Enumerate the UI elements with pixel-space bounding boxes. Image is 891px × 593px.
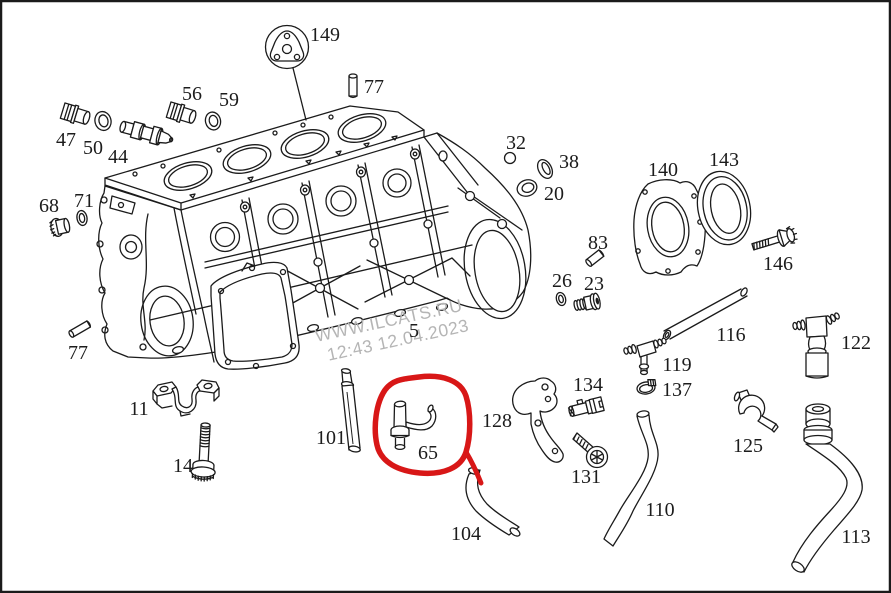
part-label-59: 59 xyxy=(219,89,239,111)
pan-rail-line xyxy=(149,244,473,321)
part-113-graphic xyxy=(791,403,863,573)
part-label-11: 11 xyxy=(129,398,148,420)
part-128-graphic xyxy=(512,377,564,463)
part-label-56: 56 xyxy=(182,83,202,105)
part-125-graphic xyxy=(733,389,779,433)
part-label-122: 122 xyxy=(841,332,871,354)
part-label-101: 101 xyxy=(316,427,346,449)
part-131-graphic xyxy=(572,432,609,469)
part-label-143: 143 xyxy=(709,149,739,171)
part-26-graphic xyxy=(555,291,567,307)
part-14-graphic xyxy=(190,422,216,482)
part-label-32: 32 xyxy=(506,132,526,154)
timing-face xyxy=(96,195,215,363)
part-119-graphic xyxy=(623,337,667,376)
part-label-104: 104 xyxy=(451,523,481,545)
part-56-graphic xyxy=(165,101,197,124)
part-label-119: 119 xyxy=(662,354,691,376)
part-label-68: 68 xyxy=(39,195,59,217)
part-134-graphic xyxy=(567,396,605,417)
side-ribs xyxy=(239,144,446,338)
part-label-146: 146 xyxy=(763,253,793,275)
part-116-graphic xyxy=(662,287,748,341)
part-101-graphic xyxy=(340,368,361,453)
part-44-graphic xyxy=(119,120,174,146)
part-59-graphic xyxy=(204,111,222,131)
part-143-graphic xyxy=(696,170,752,246)
side-cover-gasket xyxy=(210,261,300,370)
part-label-137: 137 xyxy=(662,379,692,401)
part-label-83: 83 xyxy=(588,232,608,254)
part-140-graphic xyxy=(633,179,706,276)
part-label-20: 20 xyxy=(544,183,564,205)
part-47-graphic xyxy=(59,102,91,125)
part-71-graphic xyxy=(76,209,88,227)
part-label-38: 38 xyxy=(559,151,579,173)
part-11-graphic xyxy=(152,379,220,417)
part-50-graphic xyxy=(94,110,112,132)
bedplate-bracing xyxy=(279,257,471,311)
part-label-44: 44 xyxy=(108,146,128,168)
part-65-graphic xyxy=(390,400,437,451)
water-jacket-rib xyxy=(204,205,449,269)
part-label-113: 113 xyxy=(841,526,870,548)
part-20-graphic xyxy=(516,179,538,197)
rear-flange xyxy=(423,132,527,320)
highlight-circle-65 xyxy=(372,373,484,486)
leader-149 xyxy=(292,67,307,121)
part-label-47: 47 xyxy=(56,129,76,151)
part-label-116: 116 xyxy=(716,324,745,346)
part-146-graphic xyxy=(751,226,798,251)
part-label-110: 110 xyxy=(645,499,674,521)
core-plug-holes xyxy=(209,168,412,253)
part-77-left-graphic xyxy=(68,320,92,338)
part-label-125: 125 xyxy=(733,435,763,457)
part-label-5: 5 xyxy=(409,320,419,342)
deck-holes xyxy=(132,114,398,199)
part-label-134: 134 xyxy=(573,374,603,396)
part-137-graphic xyxy=(636,378,657,395)
part-label-140: 140 xyxy=(648,159,678,181)
part-label-50: 50 xyxy=(83,137,103,159)
part-label-65: 65 xyxy=(418,442,438,464)
part-38-graphic xyxy=(536,159,554,179)
part-83-graphic xyxy=(585,249,605,267)
part-77-top-graphic xyxy=(348,73,358,99)
part-label-14: 14 xyxy=(173,455,193,477)
part-label-77-left: 77 xyxy=(68,342,88,364)
part-label-131: 131 xyxy=(571,466,601,488)
part-110-graphic xyxy=(603,410,659,547)
part-122-graphic xyxy=(792,312,840,379)
part-label-23: 23 xyxy=(584,273,604,295)
part-label-26: 26 xyxy=(552,270,572,292)
part-68-graphic xyxy=(49,217,71,237)
part-149-graphic xyxy=(264,24,310,70)
cylinder-bores xyxy=(163,113,387,191)
part-label-149: 149 xyxy=(310,24,340,46)
part-23-graphic xyxy=(573,292,601,312)
part-32-graphic xyxy=(503,151,517,165)
part-label-77-top: 77 xyxy=(364,76,384,98)
engine-block-drawing xyxy=(96,67,532,370)
part-label-71: 71 xyxy=(74,190,94,212)
part-label-128: 128 xyxy=(482,410,512,432)
